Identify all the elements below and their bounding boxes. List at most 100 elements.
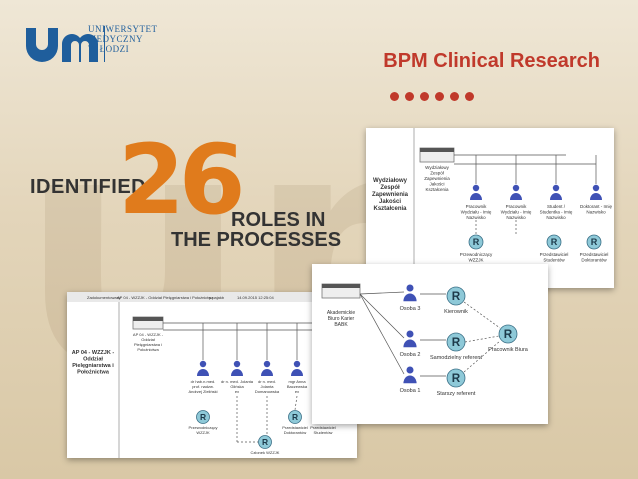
process-box-label: AP 04 - WZZJK - [133,332,164,337]
process-box-label: Zespół [430,171,444,176]
person-body [261,369,273,376]
person-label: dr hab.n.med. [191,379,216,384]
person-icon [199,360,207,368]
role-label: Starszy referent [437,391,476,397]
person-body [231,369,243,376]
role-icon [258,435,272,449]
role-label: Przedstawiciel [580,252,609,257]
role-label: Przewodniczący [189,425,218,430]
person-icon [293,360,301,368]
role-letter: R [504,328,513,341]
role-letter: R [452,336,461,349]
process-box-label: Jakości [429,182,444,187]
role-icon [468,234,484,250]
university-name: UNIWERSYTET MEDYCZNY W ŁODZI [88,24,158,54]
person-icon [233,360,241,368]
swimlane-label: Zespół [380,185,400,191]
university-line1: UNIWERSYTET [88,24,158,34]
role-letter: R [452,290,461,303]
person-label: Andrzej Zieliński [188,389,217,394]
person-body [403,375,417,384]
connector [359,291,405,295]
role-letter: R [200,412,206,422]
university-logo [26,26,105,62]
process-box-label: Akademickie [327,310,356,316]
decor-dot [450,92,459,101]
process-box-label: Pielęgniarstwa i [134,342,162,347]
person-label: dr n. med. Jolanta [221,379,254,384]
logo-mark-u [26,28,58,62]
the-processes-label: THE PROCESSES [171,229,342,251]
person-icon [512,184,520,192]
slide-title: BPM Clinical Research [383,50,600,72]
role-label: Przedstawiciel [282,425,308,430]
decor-dot [465,92,474,101]
role-label: Pracownik Biura [488,347,529,353]
role-label: Członek WZZJK [251,450,280,455]
role-label: Kierownik [444,309,468,315]
role-letter: R [452,372,461,385]
swimlane-label: Pielęgniarstwa i [72,363,114,369]
person-label: Jolanta [261,384,275,389]
swimlane-label: Oddział [83,357,103,363]
role-letter: R [292,412,298,422]
roles-count: 26 [118,124,246,236]
swimlane-label: AP 04 - WZZJK - [72,350,115,356]
person-label: Wydziału - Imię [501,210,532,215]
role-icon [586,234,602,250]
person-label: Nazwisko [546,215,566,220]
person-label: Nazwisko [586,210,606,215]
person-label: prof. nadzw. [192,384,214,389]
person-label: mgr Anna [288,379,306,384]
role-label: Doktorantów [284,430,307,435]
person-icon [406,366,414,374]
person-body [550,193,562,200]
role-label: Studentów [543,258,565,263]
swimlane-label: Wydziałowy [373,178,408,184]
person-icon [263,360,271,368]
process-box-label: BABK [334,322,348,328]
identified-label: IDENTIFIED [30,176,147,198]
university-line2: MEDYCZNY [88,34,143,44]
role-letter: R [262,437,268,447]
person-label: Nazwisko [506,215,526,220]
role-icon [446,286,466,306]
swimlane-label: Zapewnienia [372,192,409,198]
role-letter: R [473,237,480,247]
person-body [197,369,209,376]
connector [359,293,405,339]
person-label: dr n. med. [258,379,276,384]
connector [359,293,405,375]
person-label: Baczewska [287,384,308,389]
role-icon [288,410,302,424]
role-letter: R [591,237,598,247]
person-label: Studentka - Imię [540,210,573,215]
diagram-right: WydziałowyZespółZapewnieniaJakościKształ… [372,128,613,288]
role-icon [546,234,562,250]
swimlane-label: Jakości [379,199,401,205]
role-label: Przewodniczący [460,252,493,257]
title-dots [390,92,474,101]
person-label: Pracownik [466,204,488,209]
connector [464,335,500,343]
person-body [470,193,482,200]
role-label: Przedstawiciel [540,252,569,257]
person-icon [406,330,414,338]
roles-in-label: ROLES IN [231,209,326,231]
person-label: Osoba 2 [400,352,421,358]
role-label: WZZJK [469,258,484,263]
person-label: ex [235,389,239,394]
person-label: Doktorant - Imię [580,204,613,209]
person-label: Glińska [230,384,244,389]
toolbar-item: AP 04 - WZZJK - Oddział Pielęgniarstwa i… [117,295,214,300]
role-letter: R [551,237,558,247]
person-icon [472,184,480,192]
decor-dot [405,92,414,101]
swimlane-label: Położnictwa [77,370,110,376]
person-label: Osoba 3 [400,306,421,312]
person-label: ex [295,389,299,394]
person-label: Wydziału - Imię [461,210,492,215]
university-line3: W ŁODZI [88,44,130,54]
